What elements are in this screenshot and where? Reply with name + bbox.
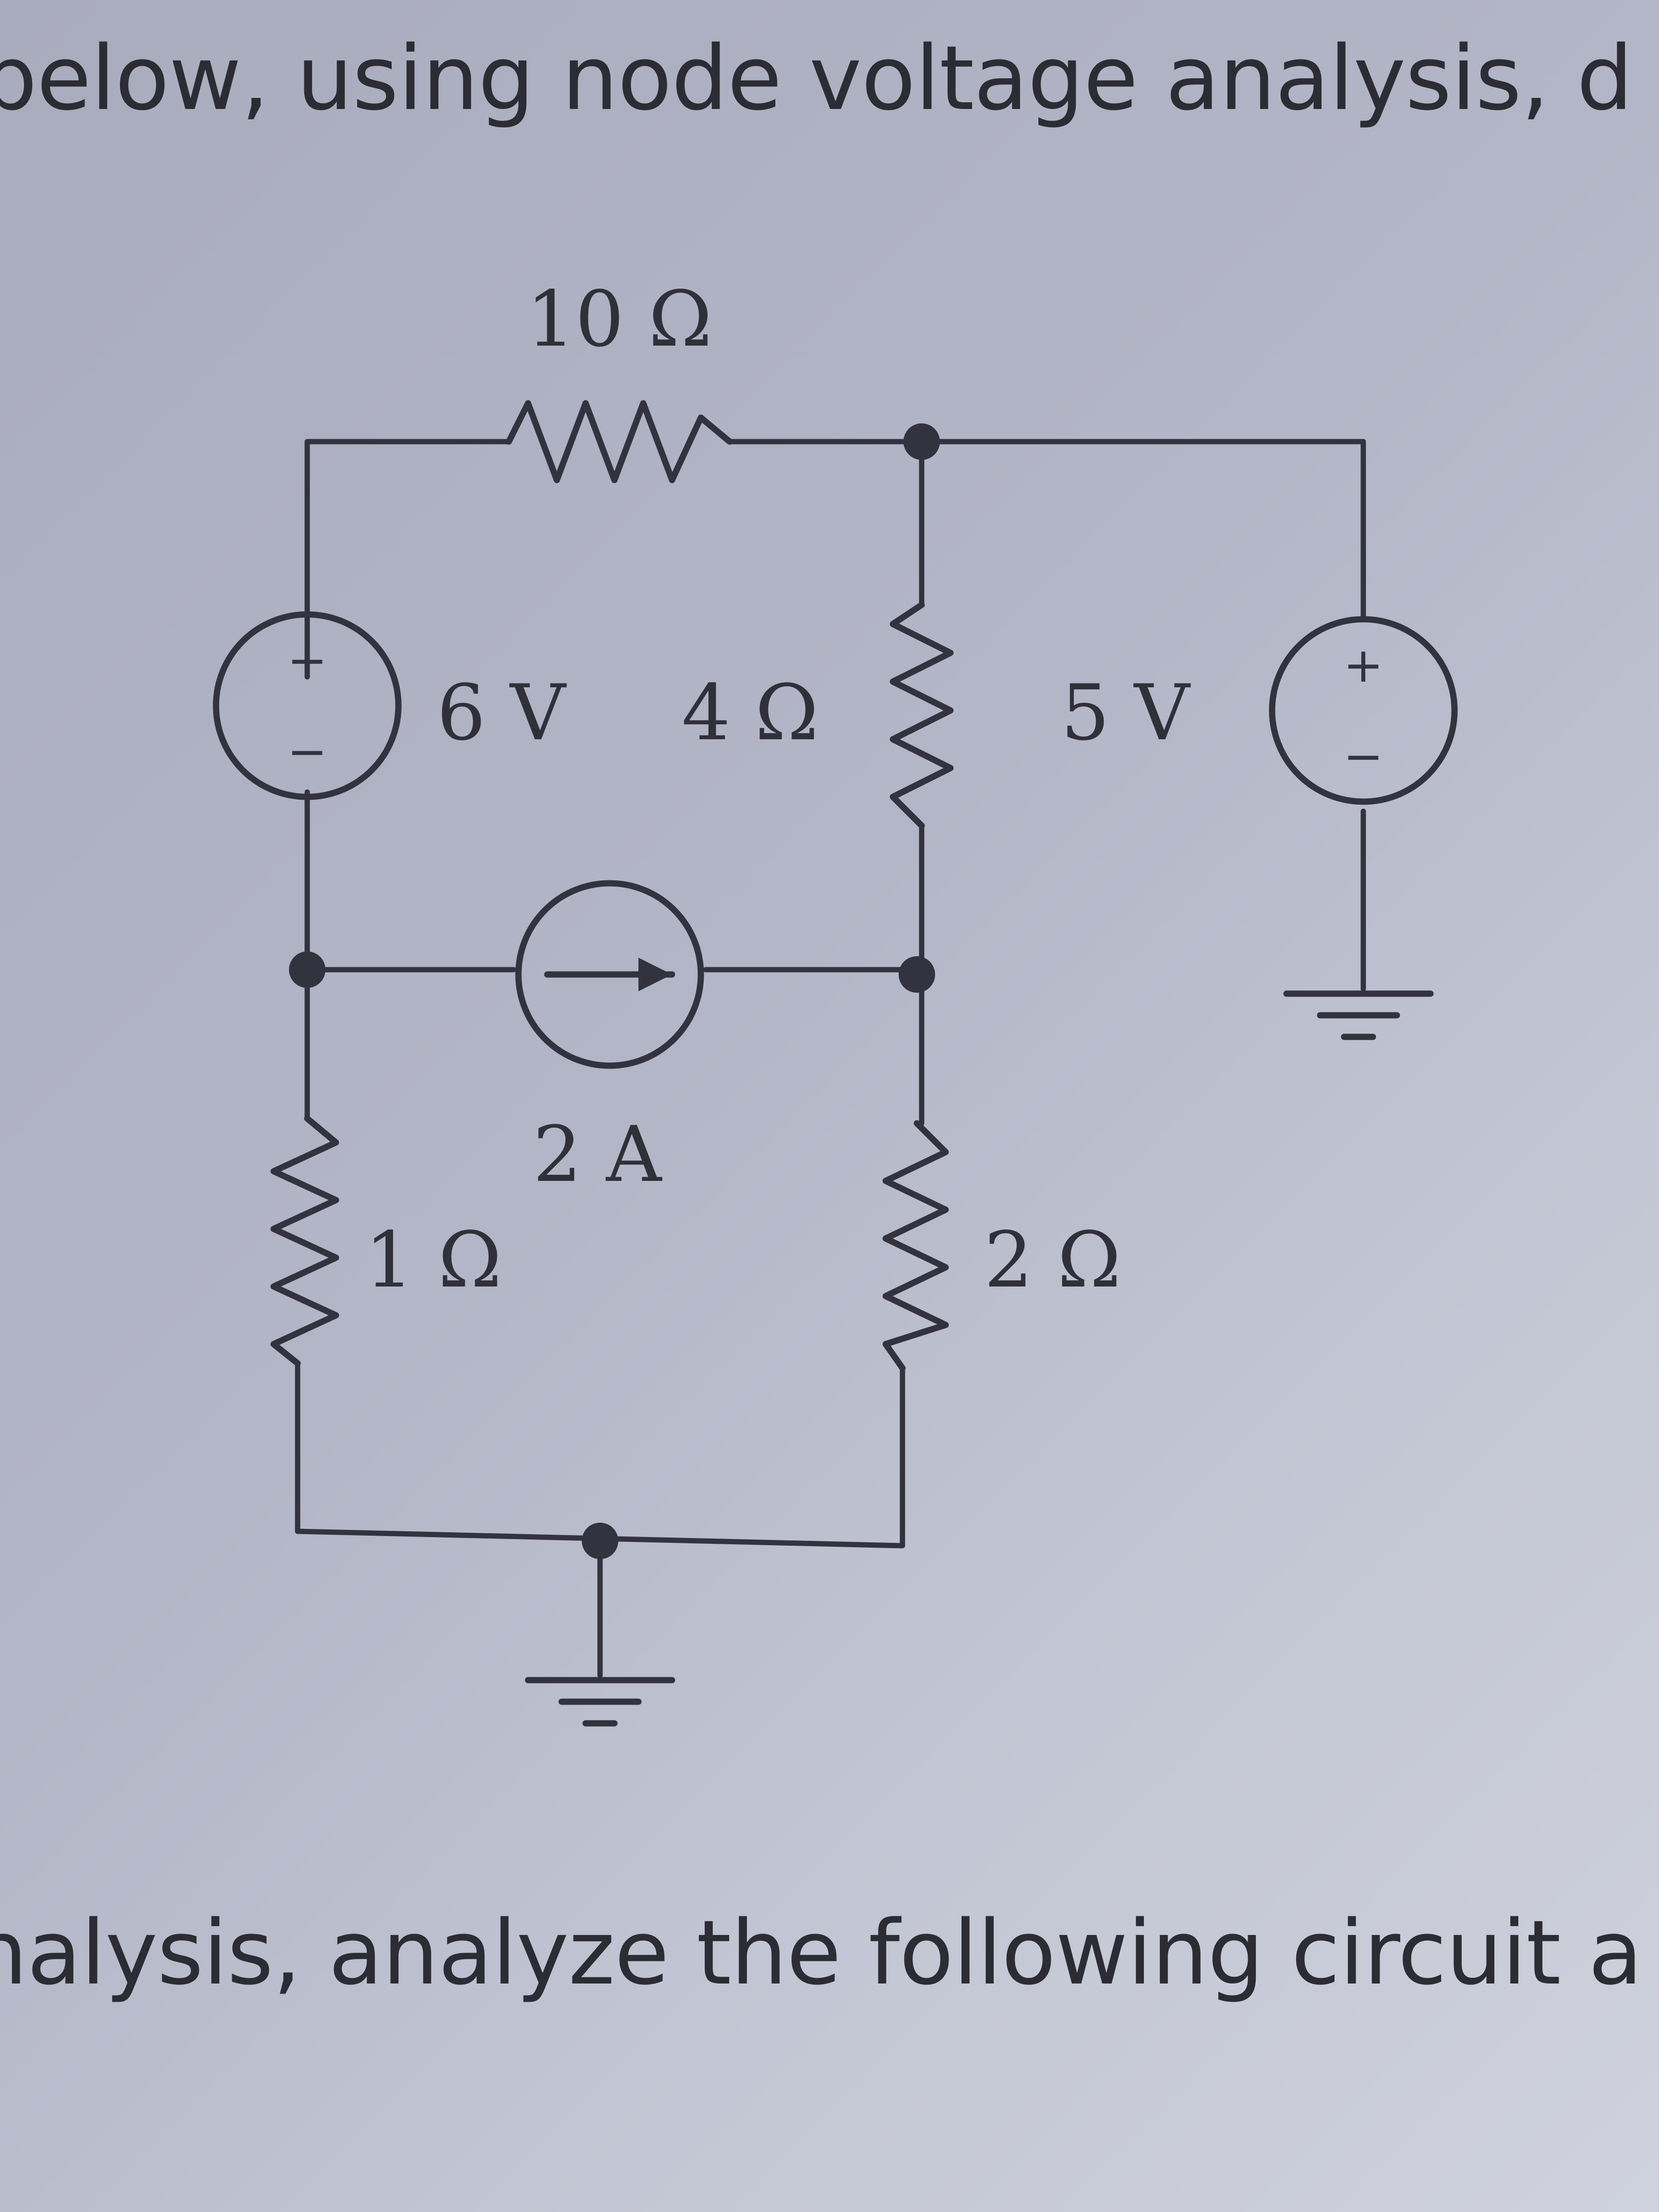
voltage-source-6v-icon: + − bbox=[213, 611, 402, 800]
label-1ohm: 1 Ω bbox=[365, 1215, 502, 1305]
v6-plus-sign: + bbox=[287, 632, 327, 688]
node-right bbox=[899, 956, 935, 993]
node-bottom bbox=[582, 1523, 618, 1559]
label-2ohm: 2 Ω bbox=[984, 1215, 1121, 1305]
voltage-source-5v-icon: + − bbox=[1269, 616, 1458, 805]
resistor-2ohm-icon bbox=[882, 1120, 949, 1371]
resistor-1ohm-icon bbox=[270, 1115, 339, 1367]
ground-icon-bottom bbox=[525, 1677, 675, 1727]
label-10ohm: 10 Ω bbox=[526, 274, 712, 364]
question-line-top: below, using node voltage analysis, d bbox=[0, 26, 1633, 130]
resistor-10ohm-icon bbox=[505, 400, 733, 483]
current-source-2a-icon bbox=[515, 880, 704, 1069]
wire-top-left bbox=[304, 439, 512, 680]
label-5v: 5 V bbox=[1061, 668, 1191, 757]
node-top-right bbox=[903, 423, 940, 460]
v6-minus-sign: − bbox=[287, 723, 327, 780]
v5-plus-sign: + bbox=[1343, 637, 1383, 693]
v5-minus-sign: − bbox=[1343, 728, 1383, 784]
label-6v: 6 V bbox=[437, 668, 567, 757]
question-line-bottom: nalysis, analyze the following circuit a bbox=[0, 1901, 1643, 2005]
ground-icon-right bbox=[1283, 990, 1434, 1040]
label-4ohm: 4 Ω bbox=[682, 668, 818, 757]
wire-top-right bbox=[727, 439, 1366, 622]
resistor-4ohm-icon bbox=[890, 601, 954, 829]
label-2a: 2 A bbox=[533, 1109, 663, 1199]
wires bbox=[295, 439, 1366, 1678]
wire-bottom-loop bbox=[295, 1360, 905, 1549]
node-left bbox=[289, 951, 325, 988]
